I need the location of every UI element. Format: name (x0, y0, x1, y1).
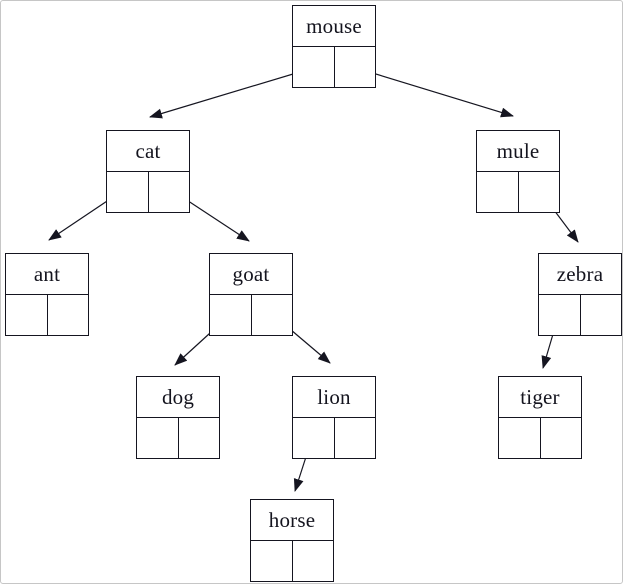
pointer-cells (107, 172, 189, 212)
pointer-cells (251, 541, 333, 581)
node-label: mule (477, 131, 559, 172)
tree-node-lion: lion (292, 376, 376, 459)
tree-node-mouse: mouse (292, 5, 376, 88)
node-label: cat (107, 131, 189, 172)
pointer-cells (293, 418, 375, 458)
tree-node-mule: mule (476, 130, 560, 213)
edge-mouse-cat (149, 67, 314, 119)
pointer-cells (137, 418, 219, 458)
pointer-cells (210, 295, 292, 335)
node-label: tiger (499, 377, 581, 418)
pointer-cells (539, 295, 621, 335)
node-label: zebra (539, 254, 621, 295)
tree-node-dog: dog (136, 376, 220, 459)
left-pointer-cell (477, 172, 518, 212)
right-pointer-cell (333, 47, 376, 87)
left-pointer-cell (210, 295, 251, 335)
node-label: dog (137, 377, 219, 418)
right-pointer-cell (46, 295, 89, 335)
left-pointer-cell (107, 172, 148, 212)
left-pointer-cell (293, 418, 334, 458)
tree-node-ant: ant (5, 253, 89, 336)
pointer-cells (293, 47, 375, 87)
tree-node-horse: horse (250, 499, 334, 582)
left-pointer-cell (539, 295, 580, 335)
left-pointer-cell (137, 418, 178, 458)
node-label: horse (251, 500, 333, 541)
tree-node-goat: goat (209, 253, 293, 336)
node-label: lion (293, 377, 375, 418)
left-pointer-cell (6, 295, 47, 335)
node-label: goat (210, 254, 292, 295)
tree-node-zebra: zebra (538, 253, 622, 336)
right-pointer-cell (539, 418, 582, 458)
node-label: ant (6, 254, 88, 295)
right-pointer-cell (291, 541, 334, 581)
right-pointer-cell (579, 295, 622, 335)
node-label: mouse (293, 6, 375, 47)
pointer-cells (477, 172, 559, 212)
left-pointer-cell (499, 418, 540, 458)
right-pointer-cell (333, 418, 376, 458)
tree-node-cat: cat (106, 130, 190, 213)
left-pointer-cell (251, 541, 292, 581)
right-pointer-cell (147, 172, 190, 212)
right-pointer-cell (517, 172, 560, 212)
pointer-cells (499, 418, 581, 458)
right-pointer-cell (250, 295, 293, 335)
pointer-cells (6, 295, 88, 335)
right-pointer-cell (177, 418, 220, 458)
edge-mouse-mule (352, 66, 514, 118)
tree-node-tiger: tiger (498, 376, 582, 459)
left-pointer-cell (293, 47, 334, 87)
